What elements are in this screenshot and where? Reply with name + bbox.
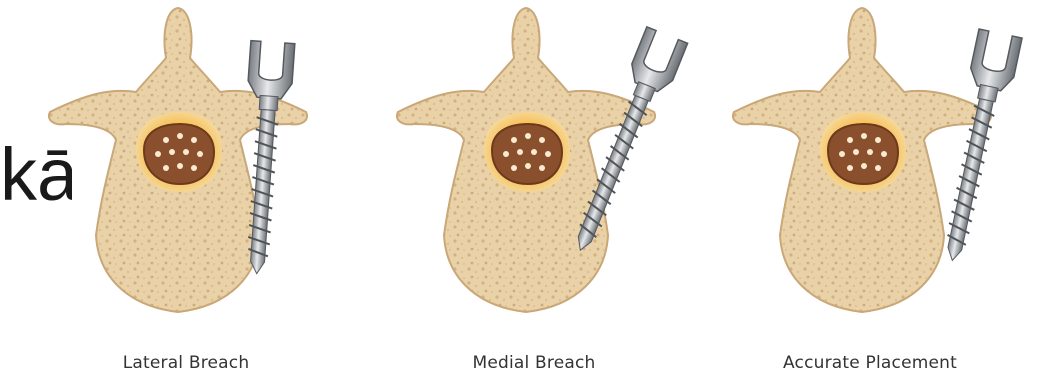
vertebra-illustration: [690, 0, 1046, 345]
vertebra-illustration: [6, 0, 366, 345]
caption-medial-breach: Medial Breach: [354, 353, 714, 373]
panel-medial-breach: Medial Breach: [354, 0, 714, 378]
caption-lateral-breach: Lateral Breach: [6, 353, 366, 373]
vertebra-illustration: [354, 0, 714, 345]
caption-accurate-placement: Accurate Placement: [690, 353, 1046, 373]
panel-lateral-breach: Lateral Breach: [6, 0, 366, 378]
pedicle-screw-illustration: [931, 29, 1022, 265]
panel-accurate-placement: Accurate Placement: [690, 0, 1046, 378]
